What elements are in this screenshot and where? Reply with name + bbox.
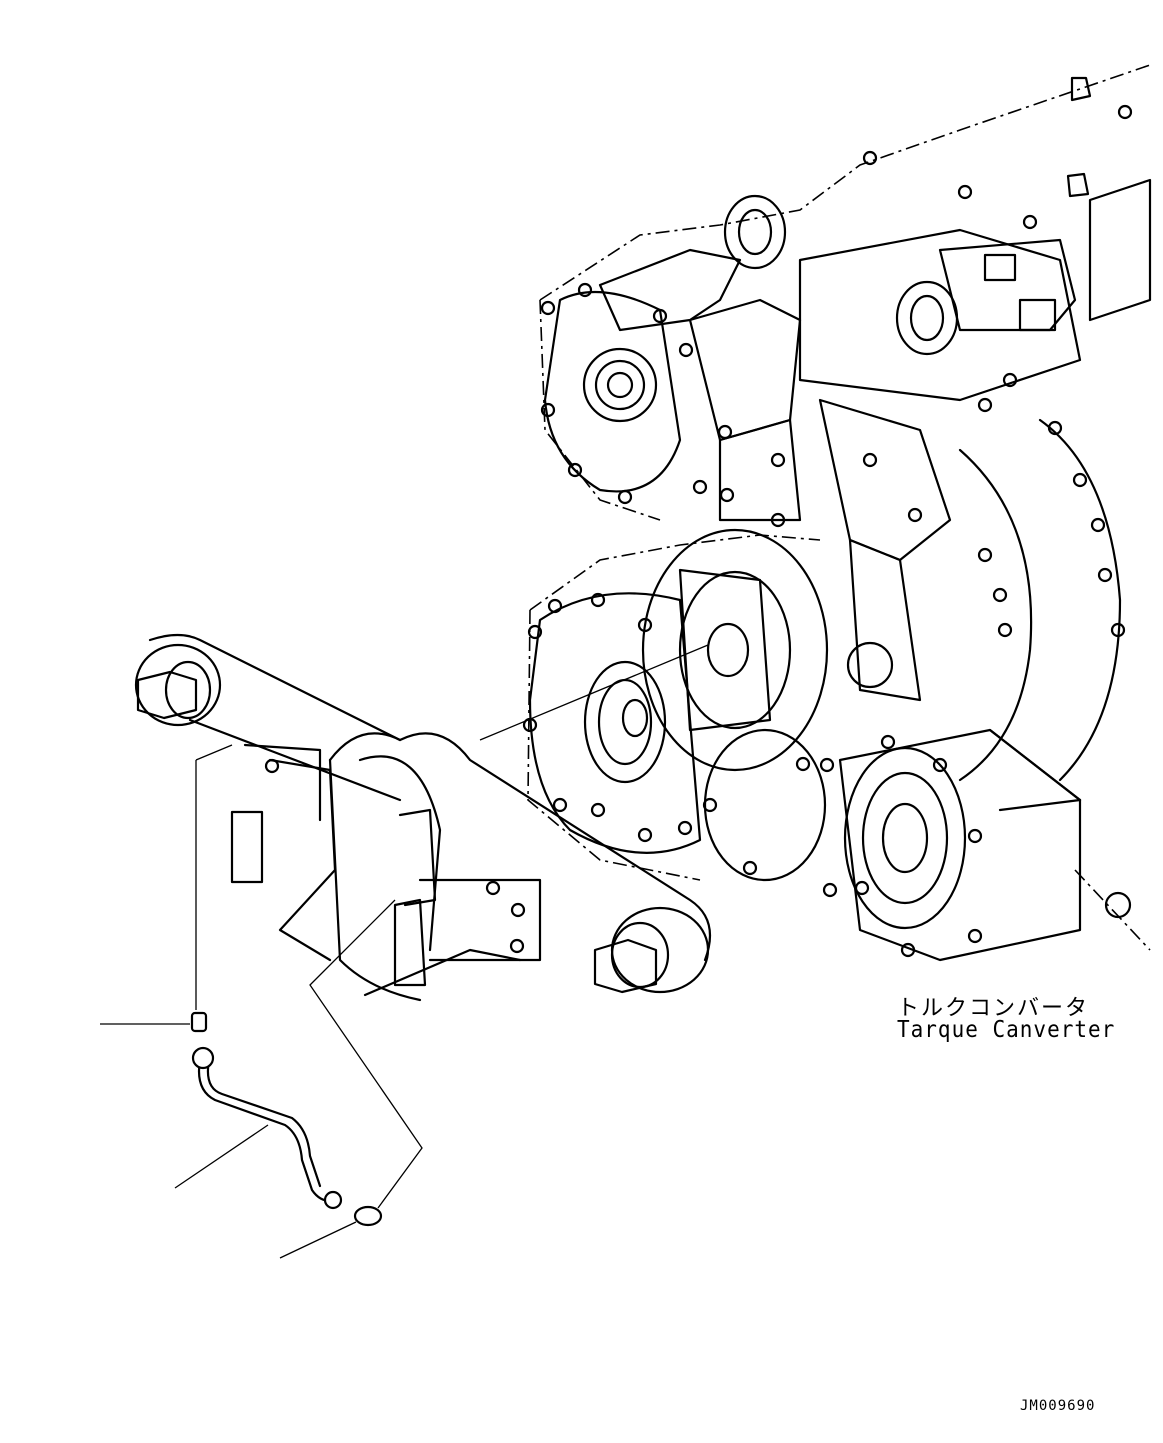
component-label-japanese: トルクコンバータ xyxy=(897,996,1090,1021)
grease-tube xyxy=(197,1058,342,1203)
grease-fitting xyxy=(190,1011,208,1033)
grease-line-assembly xyxy=(100,644,709,1259)
bolt-heads xyxy=(522,76,1133,958)
transmission-housing xyxy=(539,64,1152,782)
axle-support-beam xyxy=(134,633,712,1002)
component-label-english: Tarque Canverter xyxy=(897,1016,1116,1043)
elbow-fitting xyxy=(353,1205,383,1227)
torque-converter-housing xyxy=(527,528,1151,962)
drawing-number: JM009690 xyxy=(1020,1398,1096,1414)
